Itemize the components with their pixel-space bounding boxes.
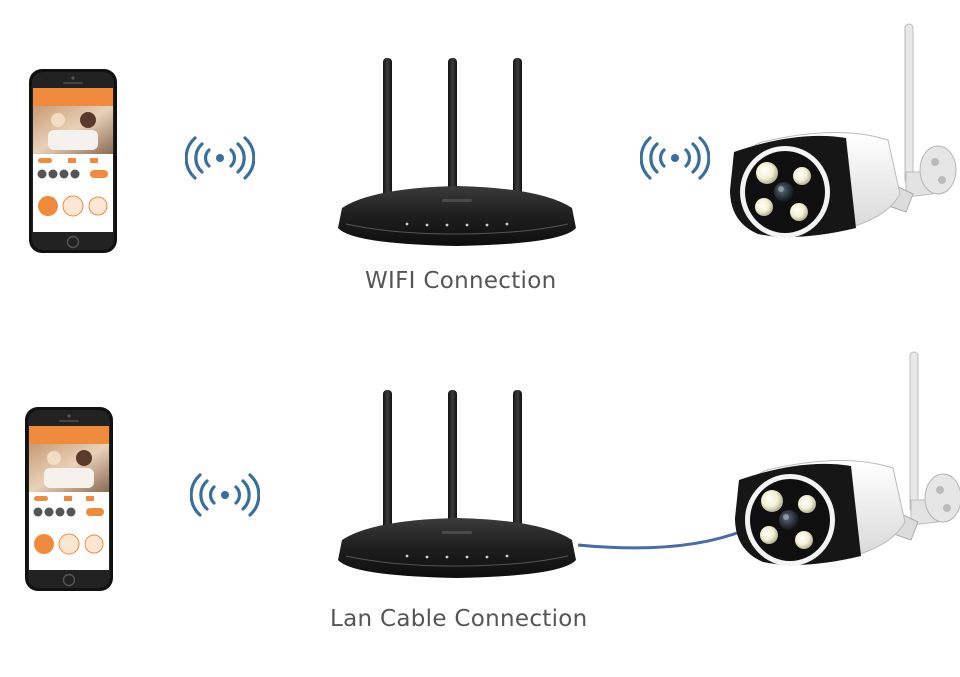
phone-icon <box>28 68 118 254</box>
wifi-signal-icon <box>640 136 710 180</box>
lan-cable-line <box>577 528 746 550</box>
camera-icon <box>734 351 960 567</box>
camera-icon <box>729 23 957 239</box>
wifi-signal-icon <box>190 473 260 517</box>
wifi-signal-icon <box>185 136 255 180</box>
connection-caption: WIFI Connection <box>365 268 557 294</box>
lan-connection-row: Lan Cable Connection <box>0 330 960 677</box>
router-icon <box>337 389 577 579</box>
connection-caption: Lan Cable Connection <box>330 606 588 632</box>
phone-icon <box>24 406 114 592</box>
wifi-connection-row: WIFI Connection <box>0 0 960 330</box>
router-icon <box>337 57 577 247</box>
lan-connection-diagram <box>24 351 960 592</box>
